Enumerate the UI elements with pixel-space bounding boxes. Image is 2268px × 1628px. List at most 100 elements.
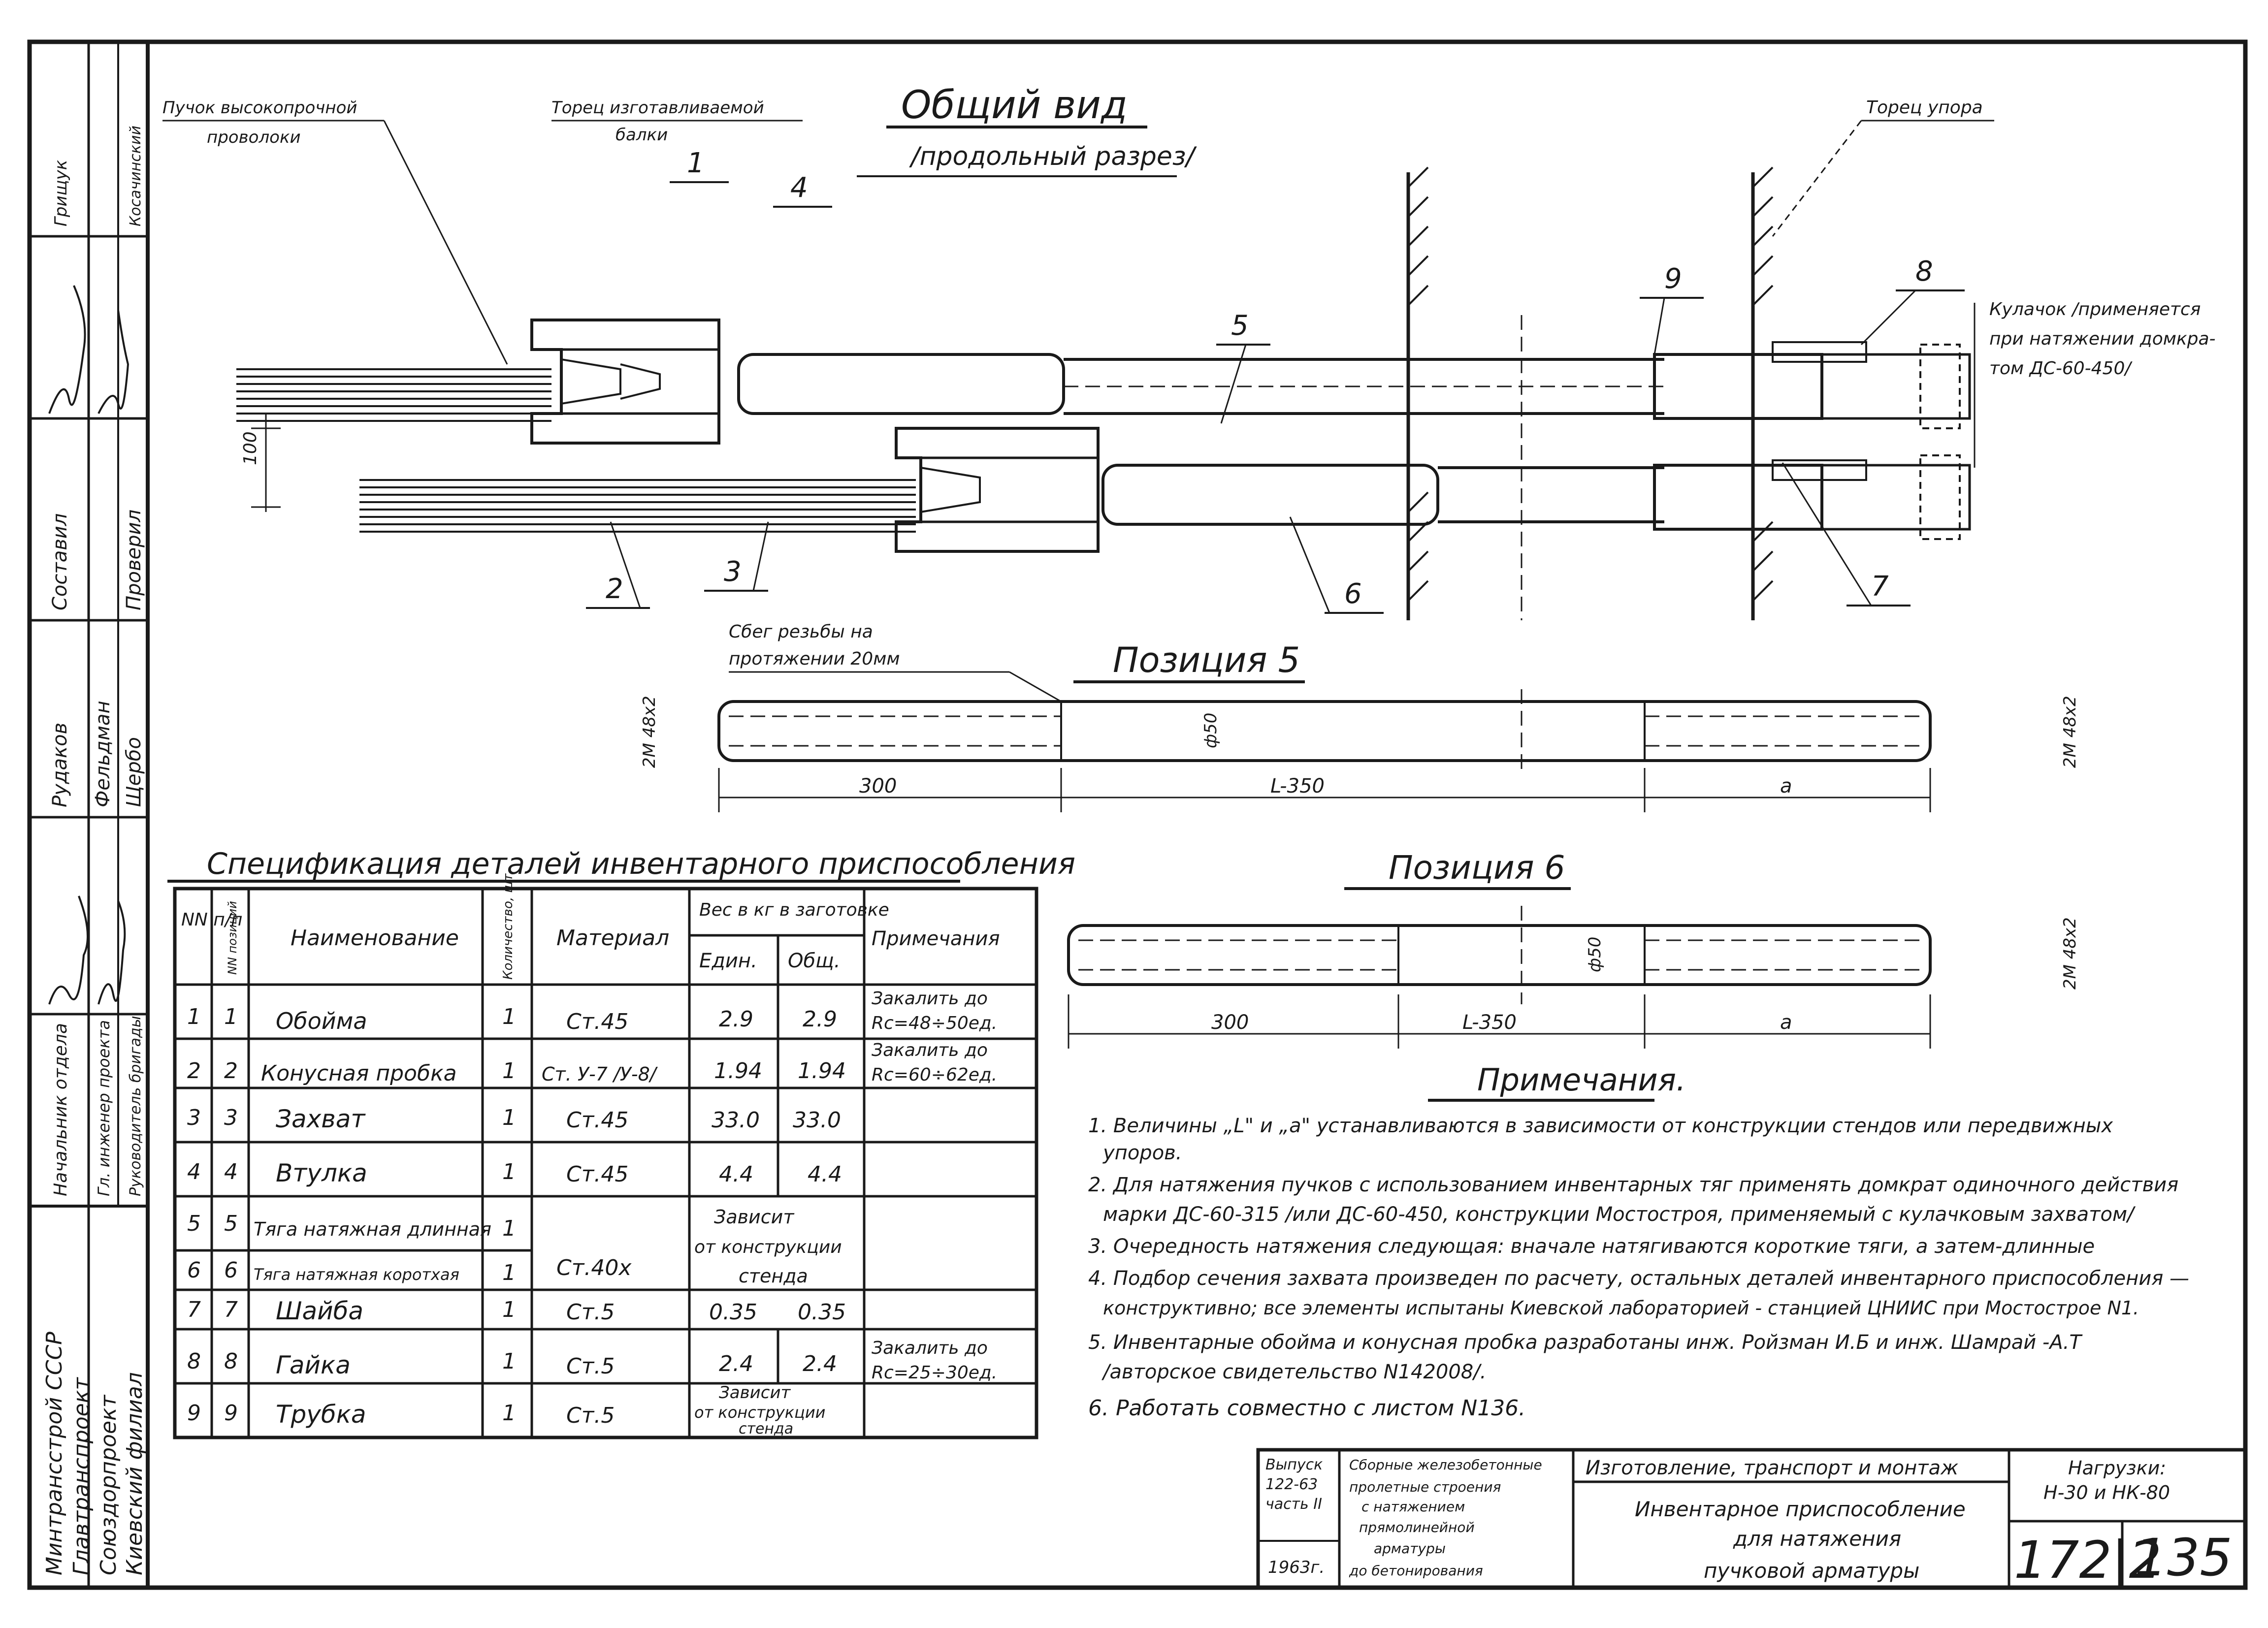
note-line-7: конструктивно; все элементы испытаны Кие… [1103,1297,2139,1319]
pos-label-2: 2 [606,573,623,605]
note-line-6: 4. Подбор сечения захвата произведен по … [1088,1267,2189,1290]
stamp-series-6: до бетонирования [1349,1563,1483,1579]
row2-unit: 1.94 [714,1058,762,1084]
pos5-dim-l350: L-350 [1270,775,1325,798]
signature-1 [48,895,89,1005]
row6-qty: 1 [502,1260,516,1285]
row7-nn: 7 [187,1297,201,1322]
spec-h-unit: Един. [699,950,757,972]
spec-h-weight: Вес в кг в заготовке [699,900,889,920]
spec-title: Спецификация деталей инвентарного приспо… [207,847,1075,881]
row2-total: 1.94 [798,1058,846,1084]
row4-qty: 1 [502,1159,516,1184]
spec-h-total: Общ. [788,950,841,972]
pos5-thread-right: 2М 48х2 [2060,696,2080,768]
row7-name: Шайба [276,1297,363,1325]
row6-name: Тяга натяжная коротхая [254,1265,459,1284]
pos6-dim-l350: L-350 [1462,1011,1517,1034]
name-kosachinsky: Косачинский [127,126,144,226]
row5-nn: 5 [187,1211,201,1236]
role-team-lead: Руководитель бригады [127,1016,144,1196]
row3-total: 33.0 [793,1108,841,1133]
stamp-sheet-title-2: для натяжения [1733,1527,1901,1551]
dim-100: 100 [240,431,260,465]
pos-label-4: 4 [790,172,808,204]
spec-h-notes: Примечания [872,927,1000,950]
row3-name: Захват [276,1105,366,1133]
row4-unit: 4.4 [719,1162,753,1187]
stamp-issue-3: часть II [1265,1496,1322,1513]
spec-h-name: Наименование [291,926,459,951]
row2-note-1: Закалить до [872,1040,988,1060]
stop-end-wall [1751,166,1774,620]
callout-cam-2: при натяжении домкра- [1989,329,2216,349]
note-line-4: марки ДС-60-315 /или ДС-60-450, конструк… [1103,1203,2136,1226]
pos6-diam: ф50 [1585,937,1605,972]
pos6-dim-300: 300 [1211,1011,1249,1034]
row1-unit: 2.9 [719,1007,753,1032]
role-compiled: Составил [49,513,71,610]
callout-stop-end: Торец упора [1866,97,1983,118]
role-chief-eng: Гл. инженер проекта [95,1020,113,1196]
position-5: Позиция 5 Сбег резьбы на протяжении 20мм… [640,622,2080,812]
row3-qty: 1 [502,1105,516,1130]
merged9-1: Зависит [719,1383,791,1403]
row4-nn: 4 [187,1159,201,1184]
stamp-series-5: арматуры [1374,1540,1446,1557]
pos5-dim-a: a [1780,775,1792,798]
pos6-title: Позиция 6 [1389,849,1565,887]
signature-4 [97,310,130,414]
pos-label-6: 6 [1344,578,1362,610]
row7-unit: 0.35 [709,1300,757,1325]
stamp-loads-1: Нагрузки: [2068,1457,2166,1479]
row3-pos: 3 [224,1105,238,1130]
note-line-1: 1. Величины „L" и „а" устанавливаются в … [1088,1115,2113,1137]
row8-qty: 1 [502,1349,516,1374]
row1-note-2: Rc=48÷50ед. [872,1013,997,1033]
stamp-series-1: Сборные железобетонные [1349,1457,1542,1473]
pos5-note-2: протяжении 20мм [729,649,900,669]
callout-cam-3: том ДС-60-450/ [1989,358,2133,379]
merged56-3: стенда [739,1265,808,1287]
callout-beam-end-2: балки [616,125,668,145]
row4-mat: Ст.45 [566,1162,628,1187]
row8-total: 2.4 [803,1351,837,1376]
note-line-10: 6. Работать совместно с листом N136. [1088,1396,1525,1421]
name-grishchuk: Грищук [51,160,71,226]
stamp-issue-1: Выпуск [1265,1456,1323,1473]
pos5-title: Позиция 5 [1113,640,1300,680]
general-view: Общий вид /продольный разрез/ Пучок высо… [162,83,2216,620]
merged56-2: от конструкции [694,1237,842,1257]
left-title-block: Минтрансстрой СССР Главтранспроект Союзд… [30,42,148,1588]
pos-label-8: 8 [1915,255,1933,287]
beam-end-wall [1406,166,1429,620]
merged9-2: от конструкции [694,1403,825,1422]
note-line-9: /авторское свидетельство N142008/. [1102,1361,1486,1383]
merged9-3: стенда [739,1420,793,1437]
name-shcherbo: Щербо [123,737,145,807]
row5-pos: 5 [224,1211,238,1236]
org-line-4: Киевский филиал [122,1372,147,1575]
role-head-dept: Начальник отдела [51,1023,71,1196]
stamp-sheet-number: 135 [2135,1528,2233,1588]
row8-unit: 2.4 [719,1351,753,1376]
row1-total: 2.9 [803,1007,837,1032]
row3-mat: Ст.45 [566,1108,628,1133]
note-line-8: 5. Инвентарные обойма и конусная пробка … [1088,1331,2083,1354]
name-feldman: Фельдман [92,701,114,807]
stamp-year: 1963г. [1268,1558,1325,1577]
spec-h-qty: Количество, шт. [501,869,516,980]
stamp-issue-2: 122-63 [1265,1476,1318,1493]
stamp-code: 172|2 [2014,1530,2162,1590]
stamp-section: Изготовление, транспорт и монтаж [1586,1457,1958,1479]
callout-beam-end-1: Торец изготавливаемой [551,98,764,118]
row1-qty: 1 [502,1004,516,1029]
strand-bundle-lower [359,479,916,533]
pos-label-7: 7 [1871,571,1889,603]
spec-h-pos: NN позиций [226,901,239,975]
callout-bundle-1: Пучок высокопрочной [162,98,357,118]
row6-pos: 6 [224,1258,238,1283]
stamp-loads-2: Н-30 и НК-80 [2043,1482,2170,1503]
row2-pos: 2 [224,1058,238,1084]
